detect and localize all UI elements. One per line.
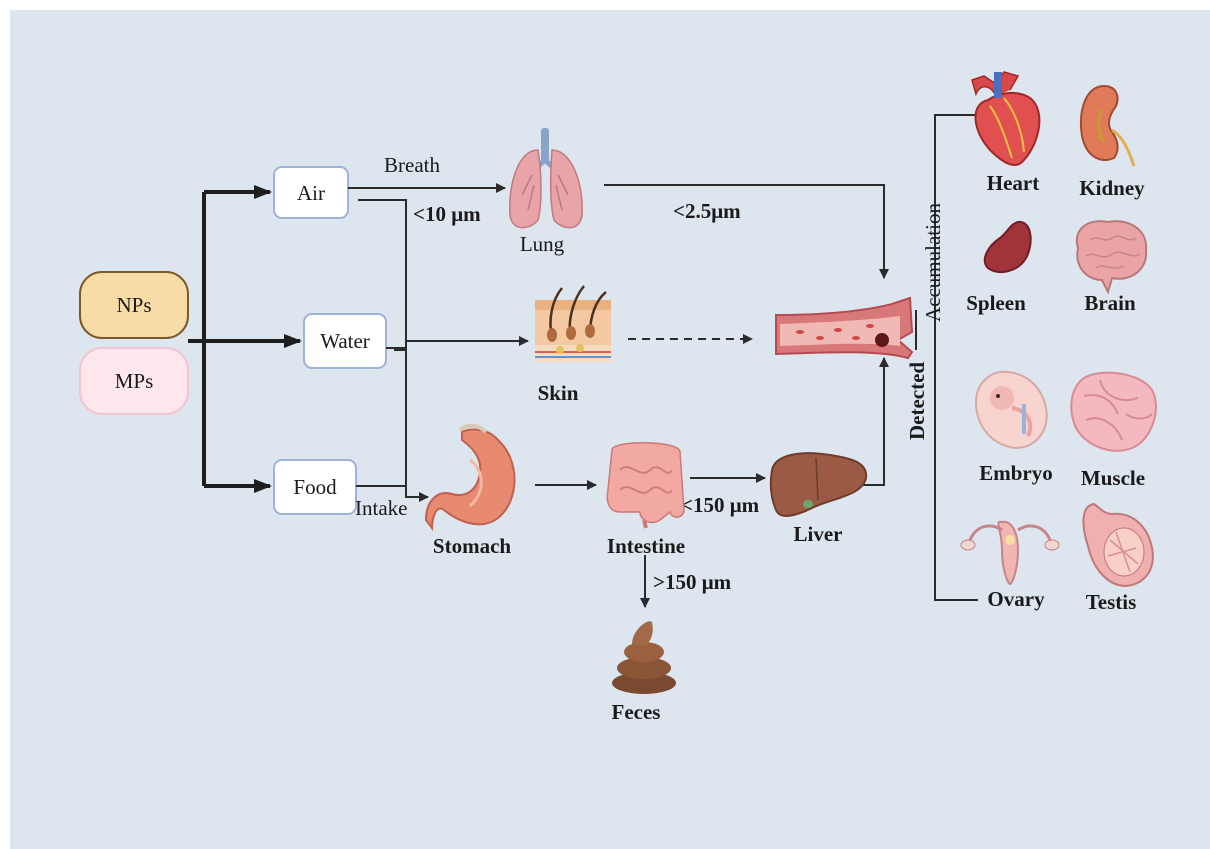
detected-label: Detected <box>905 362 929 440</box>
water-label: Water <box>320 329 370 353</box>
size-feces-label: >150 μm <box>653 570 732 594</box>
heart-label: Heart <box>987 171 1039 195</box>
size-liver-label: <150 μm <box>681 493 760 517</box>
kidney-label: Kidney <box>1079 176 1145 200</box>
stomach-icon <box>426 426 515 528</box>
liver-label: Liver <box>794 522 843 546</box>
stomach-label: Stomach <box>433 534 511 558</box>
testis-icon <box>1083 504 1152 586</box>
intake-label: Intake <box>355 496 407 520</box>
feces-label: Feces <box>612 700 661 724</box>
embryo-icon <box>976 372 1047 448</box>
organ-bracket <box>916 115 978 600</box>
embryo-label: Embryo <box>979 461 1053 485</box>
skin-label: Skin <box>538 381 579 405</box>
breath-label: Breath <box>384 153 440 177</box>
source-branch-arrows <box>188 192 300 486</box>
ovary-label: Ovary <box>987 587 1045 611</box>
feces-icon <box>612 621 676 694</box>
mps-label: MPs <box>115 369 154 393</box>
intestine-label: Intestine <box>607 534 685 558</box>
nps-label: NPs <box>116 293 151 317</box>
air-box: Air <box>274 167 348 218</box>
muscle-label: Muscle <box>1081 466 1145 490</box>
food-box: Food <box>274 460 356 514</box>
lung-icon <box>510 128 582 228</box>
liver-icon <box>771 453 866 516</box>
brain-label: Brain <box>1084 291 1136 315</box>
water-box: Water <box>304 314 386 368</box>
air-label: Air <box>297 181 325 205</box>
brain-icon <box>1077 221 1146 292</box>
kidney-icon <box>1081 86 1134 166</box>
heart-icon <box>972 72 1039 165</box>
size-lung-label: <2.5μm <box>673 199 741 223</box>
intestine-icon <box>607 443 684 528</box>
blood-vessel-icon <box>776 298 912 358</box>
food-label: Food <box>293 475 337 499</box>
testis-label: Testis <box>1086 590 1137 614</box>
spleen-icon <box>985 222 1031 272</box>
skin-icon <box>535 286 611 362</box>
nps-box: NPs <box>80 272 188 338</box>
size-air-label: <10 μm <box>413 202 481 226</box>
accumulation-label: Accumulation <box>921 203 945 322</box>
mps-box: MPs <box>80 348 188 414</box>
ovary-icon <box>961 522 1059 584</box>
muscle-icon <box>1071 373 1156 451</box>
lung-label: Lung <box>520 232 565 256</box>
spleen-label: Spleen <box>966 291 1026 315</box>
